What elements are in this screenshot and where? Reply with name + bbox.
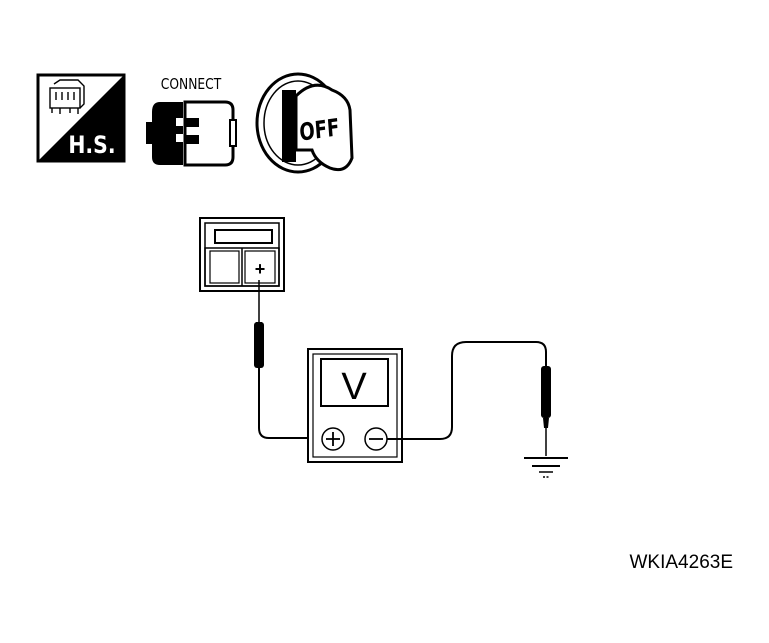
control-unit-connector: + (199, 217, 285, 292)
voltmeter: V (307, 348, 403, 463)
positive-lead-wire (258, 368, 322, 439)
positive-probe (254, 280, 264, 368)
negative-probe (541, 366, 551, 456)
figure-code: WKIA4263E (630, 552, 734, 573)
negative-terminal-icon (364, 427, 388, 451)
ignition-off-key-icon: OFF (255, 72, 354, 174)
key-off-label: OFF (298, 114, 340, 148)
negative-lead-wire (387, 341, 547, 440)
connect-icon: CONNECT (146, 76, 237, 167)
ground-symbol-icon (524, 457, 568, 478)
harness-connector-sketch-icon (49, 79, 85, 114)
positive-terminal-icon (321, 427, 345, 451)
harness-side-label: H.S. (68, 131, 115, 159)
voltmeter-mode-label: V (341, 366, 367, 408)
connect-label: CONNECT (161, 76, 222, 93)
terminal-plus-label: + (255, 259, 266, 279)
harness-side-icon: H.S. (36, 73, 126, 163)
